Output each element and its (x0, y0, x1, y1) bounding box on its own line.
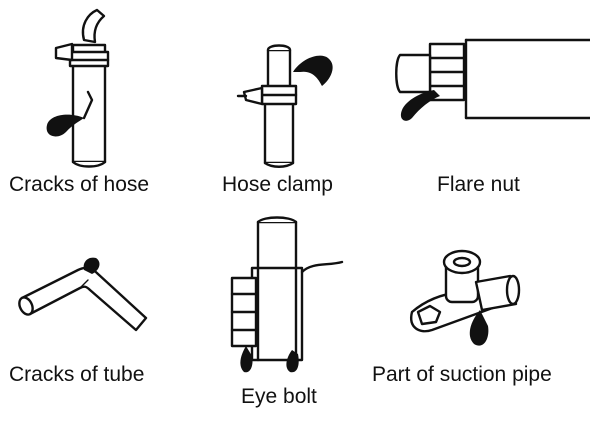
caption-eye-bolt: Eye bolt (241, 385, 317, 408)
illustration-hose-clamp (236, 44, 333, 168)
caption-hose-clamp: Hose clamp (222, 173, 333, 196)
illustration-cracks-of-hose (46, 8, 110, 168)
illustration-cracks-of-tube (18, 257, 148, 332)
illustration-part-of-suction-pipe (410, 249, 521, 346)
illustration-flare-nut (395, 38, 590, 121)
caption-cracks-of-tube: Cracks of tube (9, 363, 145, 386)
caption-part-of-suction-pipe: Part of suction pipe (372, 363, 552, 386)
caption-cracks-of-hose: Cracks of hose (9, 173, 150, 196)
illustration-eye-bolt (230, 216, 344, 373)
caption-flare-nut: Flare nut (437, 173, 520, 196)
